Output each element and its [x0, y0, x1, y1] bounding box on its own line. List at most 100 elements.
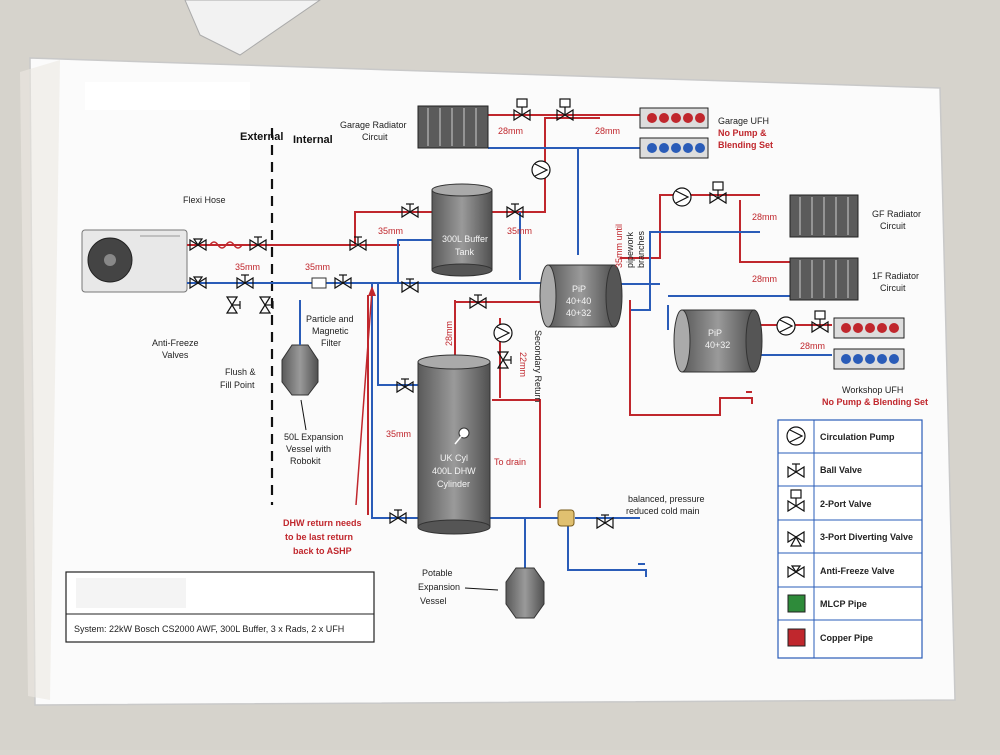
f1-radiator: [789, 257, 859, 301]
cylinder-label-3: Cylinder: [437, 479, 470, 489]
legend-label: Copper Pipe: [820, 633, 873, 643]
buffer-return-pipe: [397, 239, 432, 283]
potable-label-3: Vessel: [420, 596, 447, 606]
filter-label: Particle and: [306, 314, 354, 324]
gf-rad-label-2: Circuit: [880, 221, 906, 231]
pipe-size-35mm: 35mm: [507, 226, 532, 236]
pipe-size-28mm: 28mm: [444, 321, 454, 346]
legend-label: 2-Port Valve: [820, 499, 872, 509]
pump-icon: [531, 160, 551, 180]
mlcp-swatch: [787, 594, 806, 613]
garage-ufh-label-2: No Pump &: [718, 128, 767, 138]
buffer-label-2: Tank: [455, 247, 475, 257]
redacted-project: [76, 578, 186, 608]
pressure-reducer-icon: [557, 509, 575, 527]
expansion-pointer: [300, 399, 307, 431]
cold-main-label-2: reduced cold main: [626, 506, 700, 516]
pipe-size-22mm: 22mm: [518, 352, 528, 377]
pipe-size-35mm: 35mm: [305, 262, 330, 272]
system-info-box: System: 22kW Bosch CS2000 AWF, 300L Buff…: [65, 571, 375, 643]
dhw-cylinder: [417, 354, 491, 535]
gf-rad-return: [630, 231, 760, 311]
flush-label-2: Fill Point: [220, 380, 255, 390]
laminate-edge: [20, 60, 60, 700]
expansion-label: 50L Expansion: [284, 432, 343, 442]
anti-freeze-label: Anti-Freeze: [152, 338, 199, 348]
dhw-return-arrow: [355, 289, 373, 506]
secondary-pump-icon: [493, 323, 513, 343]
f1-rad-label-2: Circuit: [880, 283, 906, 293]
legend-three-port-valve-icon: [787, 530, 805, 547]
buffer-tank: [431, 183, 493, 277]
dhw-return-note-3: back to ASHP: [293, 546, 352, 556]
cylinder-return-pipe: [371, 283, 418, 519]
pipe-size-35mm: 35mm: [386, 429, 411, 439]
legend-label: Circulation Pump: [820, 432, 895, 442]
filter-label-3: Filter: [321, 338, 341, 348]
legend-label: Ball Valve: [820, 465, 862, 475]
pipe-size-35mm: 35mm: [235, 262, 260, 272]
garage-radiator: [417, 105, 489, 149]
pip2-label-2: 40+32: [705, 340, 730, 350]
garage-rad-label-2: Circuit: [362, 132, 388, 142]
hot-outlet-pipe: [492, 399, 541, 508]
copper-swatch: [787, 628, 806, 647]
potable-pointer: [464, 587, 499, 591]
cylinder-label: UK Cyl: [440, 453, 468, 463]
redacted-title: [85, 82, 250, 110]
pip-1: [539, 264, 623, 328]
pipe-size-35mm: 35mm: [378, 226, 403, 236]
pump-icon: [776, 316, 796, 336]
system-description: System: 22kW Bosch CS2000 AWF, 300L Buff…: [74, 624, 344, 634]
garage-ufh-label: Garage UFH: [718, 116, 769, 126]
pip-2: [673, 309, 763, 373]
pip1-label-2: 40+40: [566, 296, 591, 306]
external-label: External: [240, 131, 283, 143]
garage-ufh-label-3: Blending Set: [718, 140, 773, 150]
pip1-label-3: 40+32: [566, 308, 591, 318]
pipework-note-2: pipework: [625, 231, 635, 268]
expansion-vessel: [281, 300, 319, 396]
filter-symbol: [311, 277, 327, 289]
pip-drain-pipe: [629, 300, 745, 416]
expansion-label-2: Vessel with: [286, 444, 331, 454]
pump-icon: [672, 187, 692, 207]
pipework-note: 35mm until: [614, 224, 624, 268]
potable-label: Potable: [422, 568, 453, 578]
f1-rad-flow: [739, 200, 790, 263]
workshop-ufh-label: Workshop UFH: [842, 385, 903, 395]
legend-pump-icon: [786, 426, 806, 446]
gf-rad-label: GF Radiator: [872, 209, 921, 219]
flush-label: Flush &: [225, 367, 256, 377]
pip1-label: PiP: [572, 284, 586, 294]
buffer-label: 300L Buffer: [442, 234, 488, 244]
pip2-label: PiP: [708, 328, 722, 338]
cold-tap-pipe: [567, 525, 640, 571]
gf-radiator: [789, 194, 859, 238]
pipework-note-3: branches: [636, 230, 646, 268]
dhw-return-note: DHW return needs: [283, 518, 362, 528]
legend: Circulation Pump Ball Valve 2-Port Valve…: [777, 419, 923, 659]
garage-rad-label: Garage Radiator: [340, 120, 407, 130]
cylinder-coil-return: [377, 283, 420, 386]
internal-label: Internal: [293, 134, 333, 146]
garage-ufh-manifold-flow: [639, 107, 709, 129]
cold-tap-icon: [638, 563, 647, 577]
filter-label-2: Magnetic: [312, 326, 349, 336]
flexi-hose-label: Flexi Hose: [183, 195, 226, 205]
heat-pump-unit: [81, 229, 188, 293]
flexi-hose-icon: [209, 241, 243, 249]
legend-label: 3-Port Diverting Valve: [820, 532, 913, 542]
dhw-return-arrowhead: [368, 286, 376, 296]
legend-label: Anti-Freeze Valve: [820, 566, 895, 576]
anti-freeze-label-2: Valves: [162, 350, 189, 360]
f1-rad-label: 1F Radiator: [872, 271, 919, 281]
to-drain-label: To drain: [494, 457, 526, 467]
legend-label: MLCP Pipe: [820, 599, 867, 609]
pipe-size-28mm: 28mm: [498, 126, 523, 136]
workshop-ufh-label-2: No Pump & Blending Set: [822, 397, 928, 407]
potable-label-2: Expansion: [418, 582, 460, 592]
garage-ufh-manifold-return: [639, 137, 709, 159]
desk-object: [184, 0, 321, 56]
